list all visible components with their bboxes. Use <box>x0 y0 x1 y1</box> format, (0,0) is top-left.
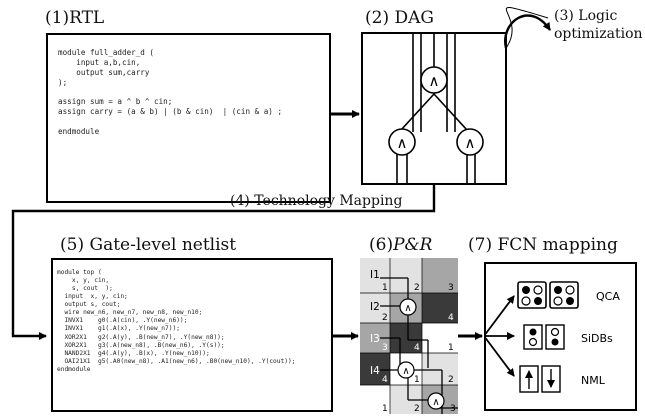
dag-tree: ∧ ∧ ∧ <box>388 32 484 184</box>
dag-node-right-symbol: ∧ <box>465 134 476 152</box>
pnr-gate-1-symbol: ∧ <box>404 303 411 314</box>
zone-number: 3 <box>450 404 456 414</box>
netlist-code-box: module top ( x, y, cin, s, cout ); input… <box>51 258 333 412</box>
pnr-title: (6)P&R <box>369 235 432 255</box>
dag-node-left: ∧ <box>388 128 416 156</box>
fcn-title: (7) FCN mapping <box>468 235 618 255</box>
pnr-layout: ∧ ∧ ∧ I1 I2 I3 I4 1 2 3 2 4 3 4 1 4 1 2 … <box>360 258 458 414</box>
zone-number: 1 <box>382 283 388 293</box>
zone-number: 1 <box>448 343 454 353</box>
fcn-label-sidbs: SiDBs <box>581 332 613 345</box>
dag-node-right: ∧ <box>456 128 484 156</box>
netlist-code: module top ( x, y, cin, s, cout ); input… <box>57 269 296 373</box>
pnr-gate-3: ∧ <box>427 392 445 410</box>
pnr-gate-2: ∧ <box>397 361 415 379</box>
pnr-input-label: I4 <box>370 365 380 377</box>
netlist-title: (5) Gate-level netlist <box>60 235 237 255</box>
pnr-input-label: I1 <box>370 269 380 281</box>
logic-opt-title-line1: (3) Logic <box>554 8 618 24</box>
fcn-label-nml: NML <box>581 374 606 387</box>
zone-number: 4 <box>448 313 454 323</box>
fcn-content: QCA SiDBs NML <box>484 281 620 393</box>
arrow-logic-optimization-loop <box>505 7 549 49</box>
pnr-input-label: I3 <box>370 333 380 345</box>
zone-number: 2 <box>414 283 420 293</box>
pnr-gate-2-symbol: ∧ <box>402 366 409 377</box>
zone-number: 2 <box>448 375 454 385</box>
pnr-title-prefix: (6) <box>369 235 394 255</box>
arrow-technology-mapping <box>11 185 436 340</box>
zone-number: 1 <box>382 404 388 414</box>
qca-cells <box>517 281 579 309</box>
dag-node-left-symbol: ∧ <box>397 134 408 152</box>
dag-node-root-symbol: ∧ <box>429 72 440 90</box>
zone-number: 4 <box>414 343 420 353</box>
pnr-gate-1: ∧ <box>399 298 417 316</box>
tech-mapping-label: (4) Technology Mapping <box>230 193 403 209</box>
zone-number: 3 <box>448 283 454 293</box>
rtl-code: module full_adder_d ( input a,b,cin, out… <box>58 48 283 136</box>
zone-number: 3 <box>382 343 388 353</box>
pnr-input-label: I2 <box>370 301 380 313</box>
dag-title: (2) DAG <box>365 8 434 28</box>
sidb-cells <box>523 324 565 350</box>
rtl-title: (1)RTL <box>45 8 105 28</box>
pnr-gate-3-symbol: ∧ <box>432 397 439 408</box>
rtl-code-box: module full_adder_d ( input a,b,cin, out… <box>46 33 331 203</box>
nml-magnets <box>519 365 561 393</box>
logic-opt-title-line2: optimization <box>554 26 643 42</box>
fcn-label-qca: QCA <box>596 290 620 303</box>
zone-number: 1 <box>414 375 420 385</box>
zone-number: 2 <box>382 313 388 323</box>
zone-number: 4 <box>382 375 388 385</box>
pnr-title-italic: P&R <box>393 235 433 255</box>
dag-node-root: ∧ <box>420 66 448 94</box>
zone-number: 2 <box>414 404 420 414</box>
